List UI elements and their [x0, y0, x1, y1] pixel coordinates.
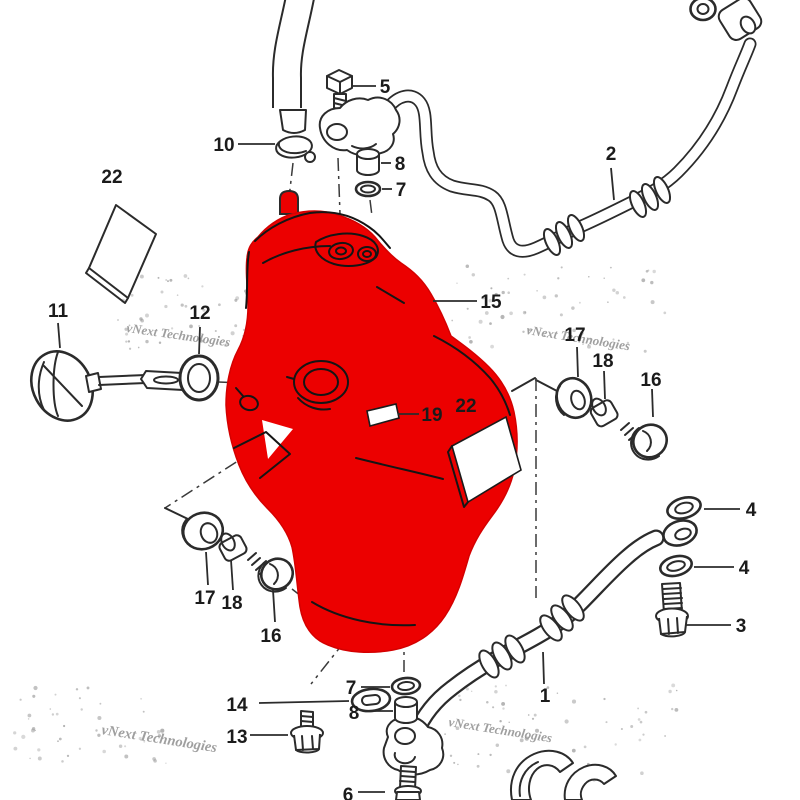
callout-4-upper: 4: [746, 500, 757, 521]
oil-hose-1: [407, 529, 665, 742]
grommet-17-left: [181, 511, 225, 551]
tank-label-19: [366, 403, 400, 427]
callout-5: 5: [380, 77, 391, 98]
callout-8-top: 8: [395, 154, 406, 175]
banjo-eye: [662, 519, 698, 547]
watermark-text: vNext Technologies: [448, 714, 554, 745]
callout-19: 19: [421, 405, 442, 426]
sealing-washer-4-upper: [666, 496, 702, 520]
oring-12: [178, 354, 220, 402]
collar-8-bottom: [394, 696, 418, 724]
callout-18-left: 18: [221, 593, 242, 614]
callout-15-highlighted: 15: [480, 292, 502, 313]
hose-rib-rings: [542, 176, 672, 256]
hose-joint-fitting: [318, 96, 401, 157]
callout-7-top: 7: [396, 180, 407, 201]
tank-label-22: [447, 415, 522, 508]
callout-11: 11: [48, 301, 69, 322]
oring-7-top: [354, 180, 382, 198]
callout-2: 2: [606, 144, 617, 165]
hose-rib-rings: [478, 594, 585, 679]
grommet-17-right: [555, 376, 593, 420]
callout-12: 12: [189, 303, 210, 324]
oil-tank-highlighted: [225, 189, 522, 654]
sealing-washer-4-lower: [659, 554, 693, 578]
hose-clamps: [510, 749, 617, 800]
callouts: 5 10 8 7 2 22 11 12 15 17 18 16 19 22 17…: [48, 77, 757, 800]
callout-14: 14: [226, 695, 248, 716]
callout-13: 13: [226, 727, 247, 748]
leader-lines: [57, 85, 740, 793]
collar-18-left: [218, 532, 248, 562]
bolt-6: [394, 765, 422, 800]
oil-dipstick-11: [30, 350, 190, 422]
callout-8-bottom: 8: [349, 703, 360, 724]
callout-16-right: 16: [640, 370, 661, 391]
callout-22-tank: 22: [455, 396, 476, 417]
callout-22-sticker: 22: [101, 167, 122, 188]
callout-4-lower: 4: [739, 558, 750, 579]
callout-17-right: 17: [564, 325, 585, 346]
hose-end-fitting: [689, 0, 763, 41]
oring-7-bottom: [390, 676, 422, 696]
callout-6: 6: [343, 785, 354, 800]
collar-18-right: [589, 397, 619, 428]
tube-clamp-10: [275, 135, 316, 163]
callout-7-bottom: 7: [346, 678, 357, 699]
watermark-text: vNext Technologies: [126, 320, 232, 349]
filler-tube: [271, 0, 315, 134]
bolt-13: [290, 710, 324, 754]
callout-17-left: 17: [194, 588, 215, 609]
sticker-22: [85, 204, 157, 304]
banjo-bolt-3: [655, 582, 689, 638]
bolt-5: [326, 69, 353, 114]
callout-18-right: 18: [592, 351, 613, 372]
callout-16-left: 16: [260, 626, 281, 647]
callout-3: 3: [736, 616, 747, 637]
bolt-16-left: [247, 552, 295, 593]
hose-joint-fitting-lower: [382, 715, 445, 776]
watermark-text: vNext Technologies: [100, 722, 218, 756]
collar-8-top: [356, 148, 380, 176]
oil-hose-2: [381, 37, 757, 258]
callout-1: 1: [540, 686, 551, 707]
bolt-16-right: [620, 422, 668, 461]
callout-10: 10: [213, 135, 234, 156]
